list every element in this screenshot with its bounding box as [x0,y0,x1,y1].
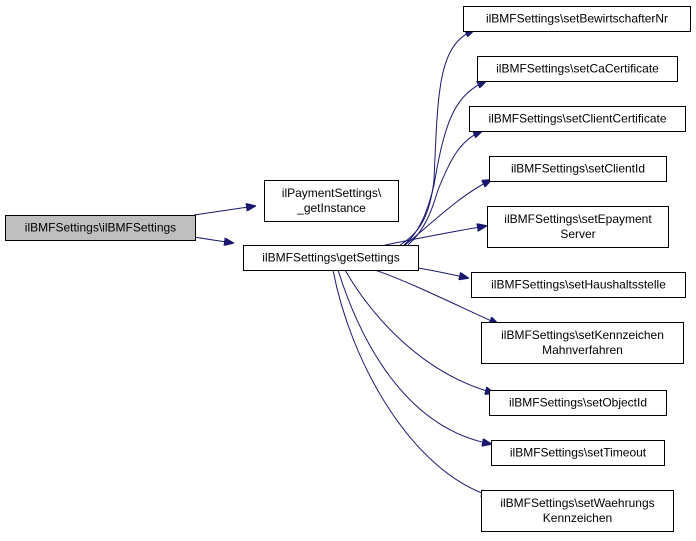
node-haushalt[interactable]: ilBMFSettings\setHaushaltsstelle [471,272,686,298]
node-timeout[interactable]: ilBMFSettings\setTimeout [491,440,665,466]
edge-getsettings-to-clientid [404,180,491,246]
node-label: ilBMFSettings\setHaushaltsstelle [491,278,666,292]
node-box [489,156,667,182]
node-getsettings[interactable]: ilBMFSettings\getSettings [243,245,419,271]
node-label: ilBMFSettings\setClientCertificate [488,112,666,126]
node-box [264,180,399,222]
node-label: ilBMFSettings\setTimeout [510,446,647,460]
node-box [489,390,667,416]
node-label: ilBMFSettings\setObjectId [509,396,647,410]
edges [193,30,498,496]
node-box [481,490,674,532]
node-bewirtschafter[interactable]: ilBMFSettings\setBewirtschafterNr [463,6,691,32]
node-box [477,56,678,82]
node-box [491,440,665,466]
node-label: ilBMFSettings\setCaCertificate [496,62,659,76]
node-label: ilBMFSettings\setWaehrungs [500,496,654,510]
node-payment[interactable]: ilPaymentSettings\_getInstance [264,180,399,222]
node-objectid[interactable]: ilBMFSettings\setObjectId [489,390,667,416]
node-label: Server [560,227,595,241]
node-label: _getInstance [296,201,366,215]
node-box [243,245,419,271]
nodes: ilBMFSettings\ilBMFSettings ilPaymentSett… [5,6,691,532]
node-box [481,322,684,364]
edge-getsettings-to-waehrung [332,269,490,496]
node-label: Kennzeichen [543,511,612,525]
edge-root-to-getsettings [193,236,233,243]
node-kennzeichen[interactable]: ilBMFSettings\setKennzeichenMahnverfahre… [481,322,684,364]
node-label: ilPaymentSettings\ [282,186,382,200]
node-label: Mahnverfahren [542,343,623,357]
node-box [469,106,686,132]
node-root[interactable]: ilBMFSettings\ilBMFSettings [5,215,196,241]
node-label: ilBMFSettings\getSettings [262,251,399,265]
node-clientid[interactable]: ilBMFSettings\setClientId [489,156,667,182]
node-clientcert[interactable]: ilBMFSettings\setClientCertificate [469,106,686,132]
node-box [463,6,691,32]
node-box [487,206,669,248]
node-label: ilBMFSettings\setBewirtschafterNr [486,12,668,26]
edge-getsettings-to-bewirtschafter [399,30,474,246]
node-label: ilBMFSettings\ilBMFSettings [25,221,176,235]
node-box [5,215,196,241]
node-cacert[interactable]: ilBMFSettings\setCaCertificate [477,56,678,82]
node-label: ilBMFSettings\setEpayment [504,212,652,226]
node-label: ilBMFSettings\setKennzeichen [501,328,664,342]
node-label: ilBMFSettings\setClientId [511,162,645,176]
edge-root-to-payment [193,206,255,216]
edge-getsettings-to-timeout [337,269,491,444]
edge-getsettings-to-kennzeichen [374,269,498,324]
edge-getsettings-to-cacert [403,81,486,246]
edge-getsettings-to-clientcert [407,131,482,246]
node-box [471,272,686,298]
edge-getsettings-to-haushalt [417,267,468,278]
edge-getsettings-to-epayment [384,226,486,246]
edge-getsettings-to-objectid [344,269,494,393]
